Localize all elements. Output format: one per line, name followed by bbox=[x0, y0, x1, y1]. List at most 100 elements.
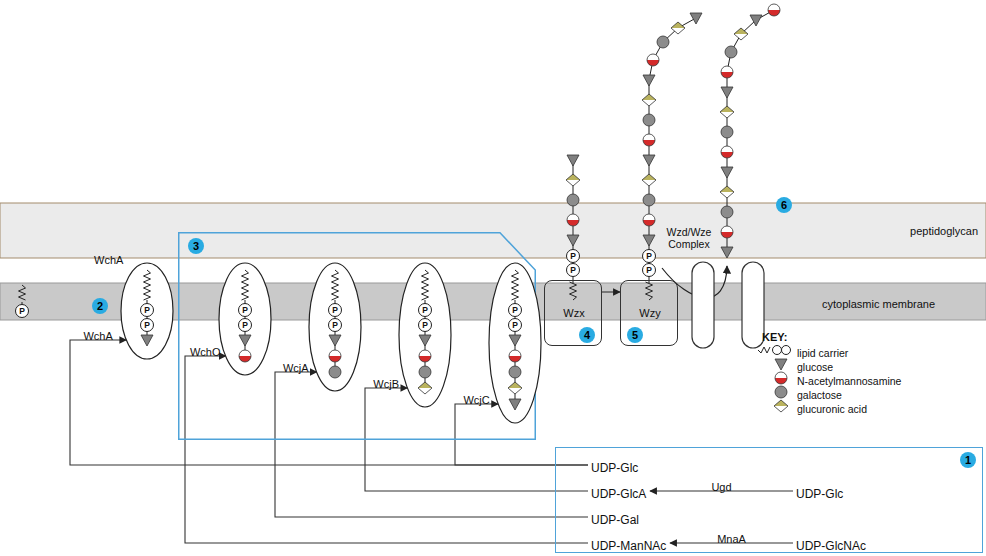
glucose-triangle bbox=[750, 15, 762, 26]
callout-number: 2 bbox=[92, 298, 108, 314]
glucose-triangle bbox=[141, 335, 153, 346]
protein-label: Wzx bbox=[563, 307, 584, 320]
text-slot: Ugd bbox=[711, 477, 731, 495]
mannosamine-ring bbox=[721, 146, 733, 158]
glucuronic-bottom bbox=[671, 28, 685, 34]
text-slot: MnaA bbox=[717, 529, 746, 547]
glucuronic-top bbox=[774, 400, 788, 406]
galactose-circle bbox=[721, 126, 733, 138]
enzyme-ellipse bbox=[309, 263, 361, 391]
text-slot: UDP-Gal bbox=[591, 510, 639, 528]
galactose-symbol bbox=[721, 126, 733, 138]
text-slot: cytoplasmic membrane bbox=[822, 294, 935, 312]
lipid-carrier bbox=[646, 282, 653, 300]
mannosamine-ring bbox=[643, 134, 655, 146]
glucose-triangle bbox=[721, 87, 733, 98]
sugar-donor-label: UDP-ManNAc bbox=[591, 540, 666, 554]
mannosamine-half bbox=[419, 356, 431, 362]
mannosamine-circle bbox=[768, 4, 780, 16]
glucuronic-outline bbox=[774, 400, 788, 412]
callout-number: 1 bbox=[960, 452, 976, 468]
enzyme-label: WchA bbox=[83, 330, 112, 343]
nucleotide-sugar: UDP-Glc bbox=[588, 458, 642, 472]
glucuronic-bottom bbox=[418, 388, 432, 394]
text-slot: P bbox=[642, 249, 656, 263]
mannosamine-symbol bbox=[721, 226, 733, 238]
text-slot: UDP-GlcA bbox=[591, 484, 646, 502]
text-slot: UDP-Glc bbox=[796, 484, 843, 502]
mannosamine-circle bbox=[721, 226, 733, 238]
text-slot: P bbox=[418, 303, 432, 317]
glucuronic-top bbox=[508, 382, 522, 388]
galactose-symbol bbox=[509, 366, 521, 378]
glucuronic-bottom bbox=[720, 192, 734, 198]
galactose-circle bbox=[419, 366, 431, 378]
mannosamine-ring bbox=[329, 350, 341, 362]
phosphate-label: P bbox=[238, 318, 252, 332]
legend-symbol bbox=[758, 346, 791, 355]
phosphate-label: P bbox=[566, 249, 580, 263]
glucuronic-bottom bbox=[642, 100, 656, 106]
mannosamine-ring bbox=[775, 372, 787, 384]
mannosamine-symbol bbox=[239, 350, 251, 362]
mannosamine-symbol bbox=[647, 54, 659, 66]
glucose-triangle bbox=[643, 75, 655, 86]
lipid-carrier bbox=[242, 270, 249, 300]
glucuronic-outline bbox=[418, 382, 432, 394]
galactose-circle bbox=[725, 46, 737, 58]
glucose-triangle bbox=[643, 235, 655, 246]
glucuronic-acid-symbol bbox=[642, 94, 656, 106]
phosphate-circle bbox=[329, 304, 342, 317]
mannosamine-half bbox=[643, 220, 655, 226]
glucose-triangle bbox=[239, 335, 251, 346]
glucuronic-acid-symbol bbox=[566, 174, 580, 186]
glucose-symbol bbox=[643, 155, 655, 166]
lipid-carrier bbox=[512, 270, 519, 300]
glucuronic-acid-symbol bbox=[508, 382, 522, 394]
phosphate-circle bbox=[419, 319, 432, 332]
glucose-triangle bbox=[509, 399, 521, 410]
phosphate-circle bbox=[141, 319, 154, 332]
text-slot: 5 bbox=[627, 327, 643, 343]
glucuronic-outline bbox=[671, 22, 685, 34]
glucose-triangle bbox=[690, 13, 702, 24]
callout-number: 6 bbox=[776, 197, 792, 213]
sugar-donor-label: UDP-Glc bbox=[796, 488, 843, 502]
galactose-circle bbox=[509, 366, 521, 378]
glucuronic-top bbox=[734, 28, 748, 34]
capsule-chain bbox=[720, 4, 780, 258]
phosphate-label: P bbox=[642, 263, 656, 277]
text-slot: peptidoglycan bbox=[910, 221, 978, 239]
glucose-symbol bbox=[690, 13, 702, 24]
complex-tube bbox=[692, 262, 714, 348]
nucleotide-sugar: UDP-ManNAc bbox=[588, 536, 670, 550]
glucuronic-bottom bbox=[720, 112, 734, 118]
text-slot: 6 bbox=[776, 197, 792, 213]
enzyme-ellipse bbox=[219, 263, 271, 375]
mannosamine-symbol bbox=[509, 350, 521, 362]
phosphate-circle bbox=[141, 304, 154, 317]
precursor-box: 1UDP-GlcUDP-GlcAUDP-GalUDP-ManNAcUDP-Glc… bbox=[555, 447, 983, 553]
glucuronic-outline bbox=[508, 382, 522, 394]
enzyme-label: WcjB bbox=[373, 378, 399, 391]
export-complex: Wzd/Wze Complex bbox=[690, 256, 766, 350]
legend-label: N-acetylmannosamine bbox=[797, 375, 901, 387]
layer-label: cytoplasmic membrane bbox=[822, 298, 935, 311]
mannosamine-half bbox=[647, 60, 659, 66]
mannosamine-symbol bbox=[768, 4, 780, 16]
legend-symbol bbox=[775, 359, 787, 370]
phosphate-label: P bbox=[566, 263, 580, 277]
glucose-symbol bbox=[239, 335, 251, 346]
glucose-symbol bbox=[329, 335, 341, 346]
mannosamine-circle bbox=[647, 54, 659, 66]
text-slot: P bbox=[140, 318, 154, 332]
galactose-circle bbox=[643, 194, 655, 206]
phosphate-label: P bbox=[238, 303, 252, 317]
glucuronic-top bbox=[642, 174, 656, 180]
polysaccharide-chain bbox=[642, 13, 702, 246]
galactose-symbol bbox=[725, 46, 737, 58]
callout-number: 4 bbox=[579, 327, 595, 343]
sugar-donor-label: UDP-Glc bbox=[591, 462, 638, 476]
complex-outline bbox=[690, 256, 766, 350]
galactose-circle bbox=[329, 366, 341, 378]
